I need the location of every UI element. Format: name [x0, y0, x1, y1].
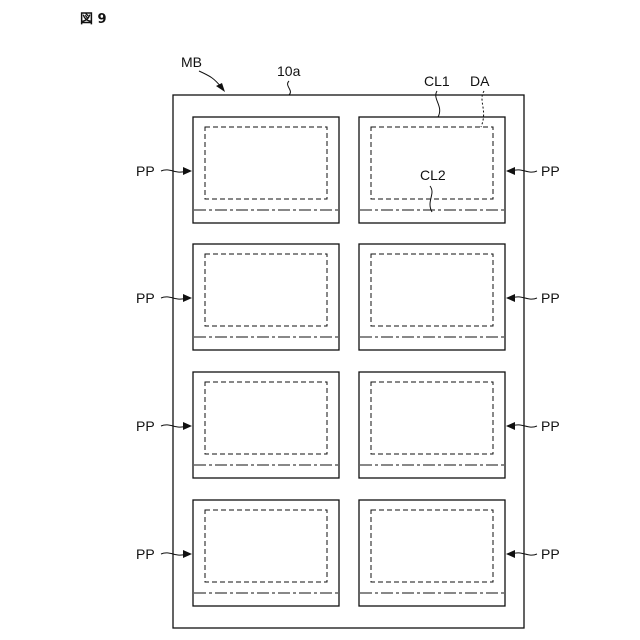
pp-label-left: PP	[136, 418, 155, 434]
da-leader-line	[481, 91, 484, 127]
panel-outline	[359, 372, 505, 478]
pp-arrowhead-left	[183, 167, 192, 175]
panel-outline	[193, 117, 339, 223]
panel	[193, 244, 339, 350]
pp-label-right: PP	[541, 546, 560, 562]
display-area-outline	[371, 382, 493, 454]
pp-arrowhead-left	[183, 550, 192, 558]
panel-outline	[193, 372, 339, 478]
display-area-outline	[205, 127, 327, 199]
panel	[193, 117, 339, 223]
panel	[193, 500, 339, 606]
pp-label-left: PP	[136, 163, 155, 179]
mother-board-outline	[173, 95, 524, 628]
pp-arrowhead-left	[183, 422, 192, 430]
panel	[193, 372, 339, 478]
cl1-label: CL1	[424, 73, 450, 89]
panel-outline	[193, 500, 339, 606]
pp-label-right: PP	[541, 418, 560, 434]
panel	[359, 500, 505, 606]
display-area-outline	[205, 510, 327, 582]
panel-grid	[193, 117, 505, 606]
cl2-label: CL2	[420, 167, 446, 183]
panel	[359, 244, 505, 350]
display-area-outline	[371, 127, 493, 199]
substrate-label: 10a	[277, 63, 301, 79]
display-area-outline	[205, 254, 327, 326]
substrate-leader-line	[288, 81, 291, 95]
display-area-outline	[371, 510, 493, 582]
display-area-outline	[371, 254, 493, 326]
pp-arrowhead-right	[506, 167, 515, 175]
panel-outline	[359, 500, 505, 606]
pp-arrowhead-right	[506, 294, 515, 302]
panel	[359, 372, 505, 478]
pp-label-right: PP	[541, 290, 560, 306]
display-area-outline	[205, 382, 327, 454]
mb-label: MB	[181, 54, 202, 70]
pp-label-left: PP	[136, 290, 155, 306]
pp-label-right: PP	[541, 163, 560, 179]
pp-arrowhead-right	[506, 422, 515, 430]
pp-arrowhead-right	[506, 550, 515, 558]
da-label: DA	[470, 73, 490, 89]
panel-outline	[193, 244, 339, 350]
panel-outline	[359, 244, 505, 350]
pp-arrowhead-left	[183, 294, 192, 302]
figure-label: 図 9	[80, 12, 107, 27]
mb-arrowhead	[216, 83, 225, 92]
pp-label-left: PP	[136, 546, 155, 562]
